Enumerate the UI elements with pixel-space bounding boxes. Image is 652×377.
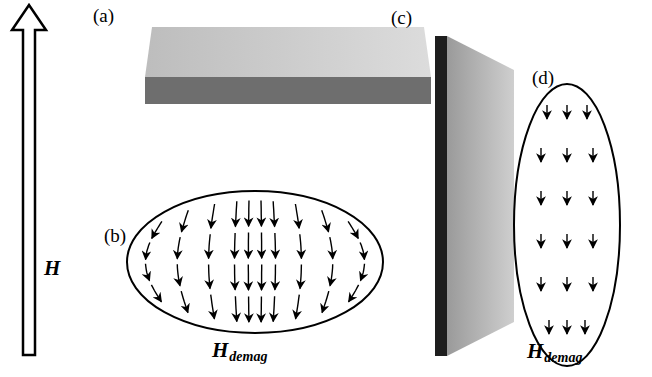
field-subscript: demag (544, 351, 582, 365)
field-line (248, 233, 250, 259)
field-line (273, 201, 274, 226)
field-arrow-small (566, 105, 567, 119)
field-line (211, 295, 215, 319)
field-line (248, 265, 250, 291)
field-arrow-small (584, 320, 585, 334)
field-line (273, 296, 274, 321)
demag-field-lines (146, 201, 365, 323)
field-line (151, 285, 161, 302)
slab-top (145, 27, 431, 77)
field-line (182, 210, 189, 232)
field-symbol: H (44, 258, 60, 279)
field-arrow-small (566, 234, 567, 248)
field-arrow-small (540, 234, 541, 248)
field-arrow-small (592, 277, 593, 291)
field-arrow-small (540, 277, 541, 291)
field-line (300, 234, 302, 258)
field-line (235, 296, 236, 321)
field-arrow-small (566, 320, 567, 334)
plate-edge (435, 36, 447, 356)
field-arrow-small (586, 105, 587, 119)
field-arrow-small (592, 191, 593, 205)
demag-field-arrows (541, 105, 593, 334)
field-line (274, 233, 276, 258)
panel-label: (d) (532, 68, 554, 87)
field-symbol: H (527, 341, 543, 362)
field-line (330, 237, 333, 259)
field-arrow-small (566, 191, 567, 205)
field-line (349, 285, 359, 302)
field-line (248, 297, 250, 323)
field-line (300, 264, 301, 288)
field-line (261, 265, 263, 291)
field-arrow-small (592, 234, 593, 248)
field-line (211, 204, 215, 228)
field-line (360, 243, 364, 260)
field-line (248, 201, 250, 227)
field-line (260, 201, 262, 227)
field-line (322, 210, 329, 232)
field-line (234, 233, 236, 258)
ellipse-d (514, 84, 620, 366)
field-line (296, 295, 300, 319)
field-arrow-small (566, 277, 567, 291)
field-line (234, 265, 236, 290)
field-line (177, 237, 180, 259)
slab-front (145, 77, 431, 104)
field-arrow-small (546, 105, 547, 119)
ellipse-b (127, 191, 383, 333)
field-line (209, 234, 211, 258)
field-arrow-small (592, 148, 593, 162)
field-line (260, 297, 262, 323)
field-line (235, 201, 236, 226)
field-subscript: demag (229, 350, 267, 364)
panel-label: (c) (391, 8, 412, 27)
field-line (146, 264, 150, 281)
field-line (209, 264, 210, 288)
panel-label: (b) (104, 226, 126, 245)
field-line (152, 221, 162, 238)
field-arrow-small (566, 148, 567, 162)
field-symbol: H (212, 340, 228, 361)
field-line (361, 264, 365, 281)
field-arrow (12, 5, 46, 355)
panel-label: (a) (93, 6, 114, 25)
field-arrow-small (540, 148, 541, 162)
field-line (330, 264, 333, 286)
field-arrow-small (548, 320, 549, 334)
field-line (146, 243, 150, 260)
field-line (274, 265, 276, 290)
field-line (295, 204, 299, 228)
field-line (348, 221, 358, 238)
plate-side (447, 36, 514, 356)
field-line (181, 291, 188, 313)
field-line (322, 291, 329, 313)
field-line (261, 233, 263, 259)
field-line (177, 264, 180, 286)
field-arrow-small (540, 191, 541, 205)
